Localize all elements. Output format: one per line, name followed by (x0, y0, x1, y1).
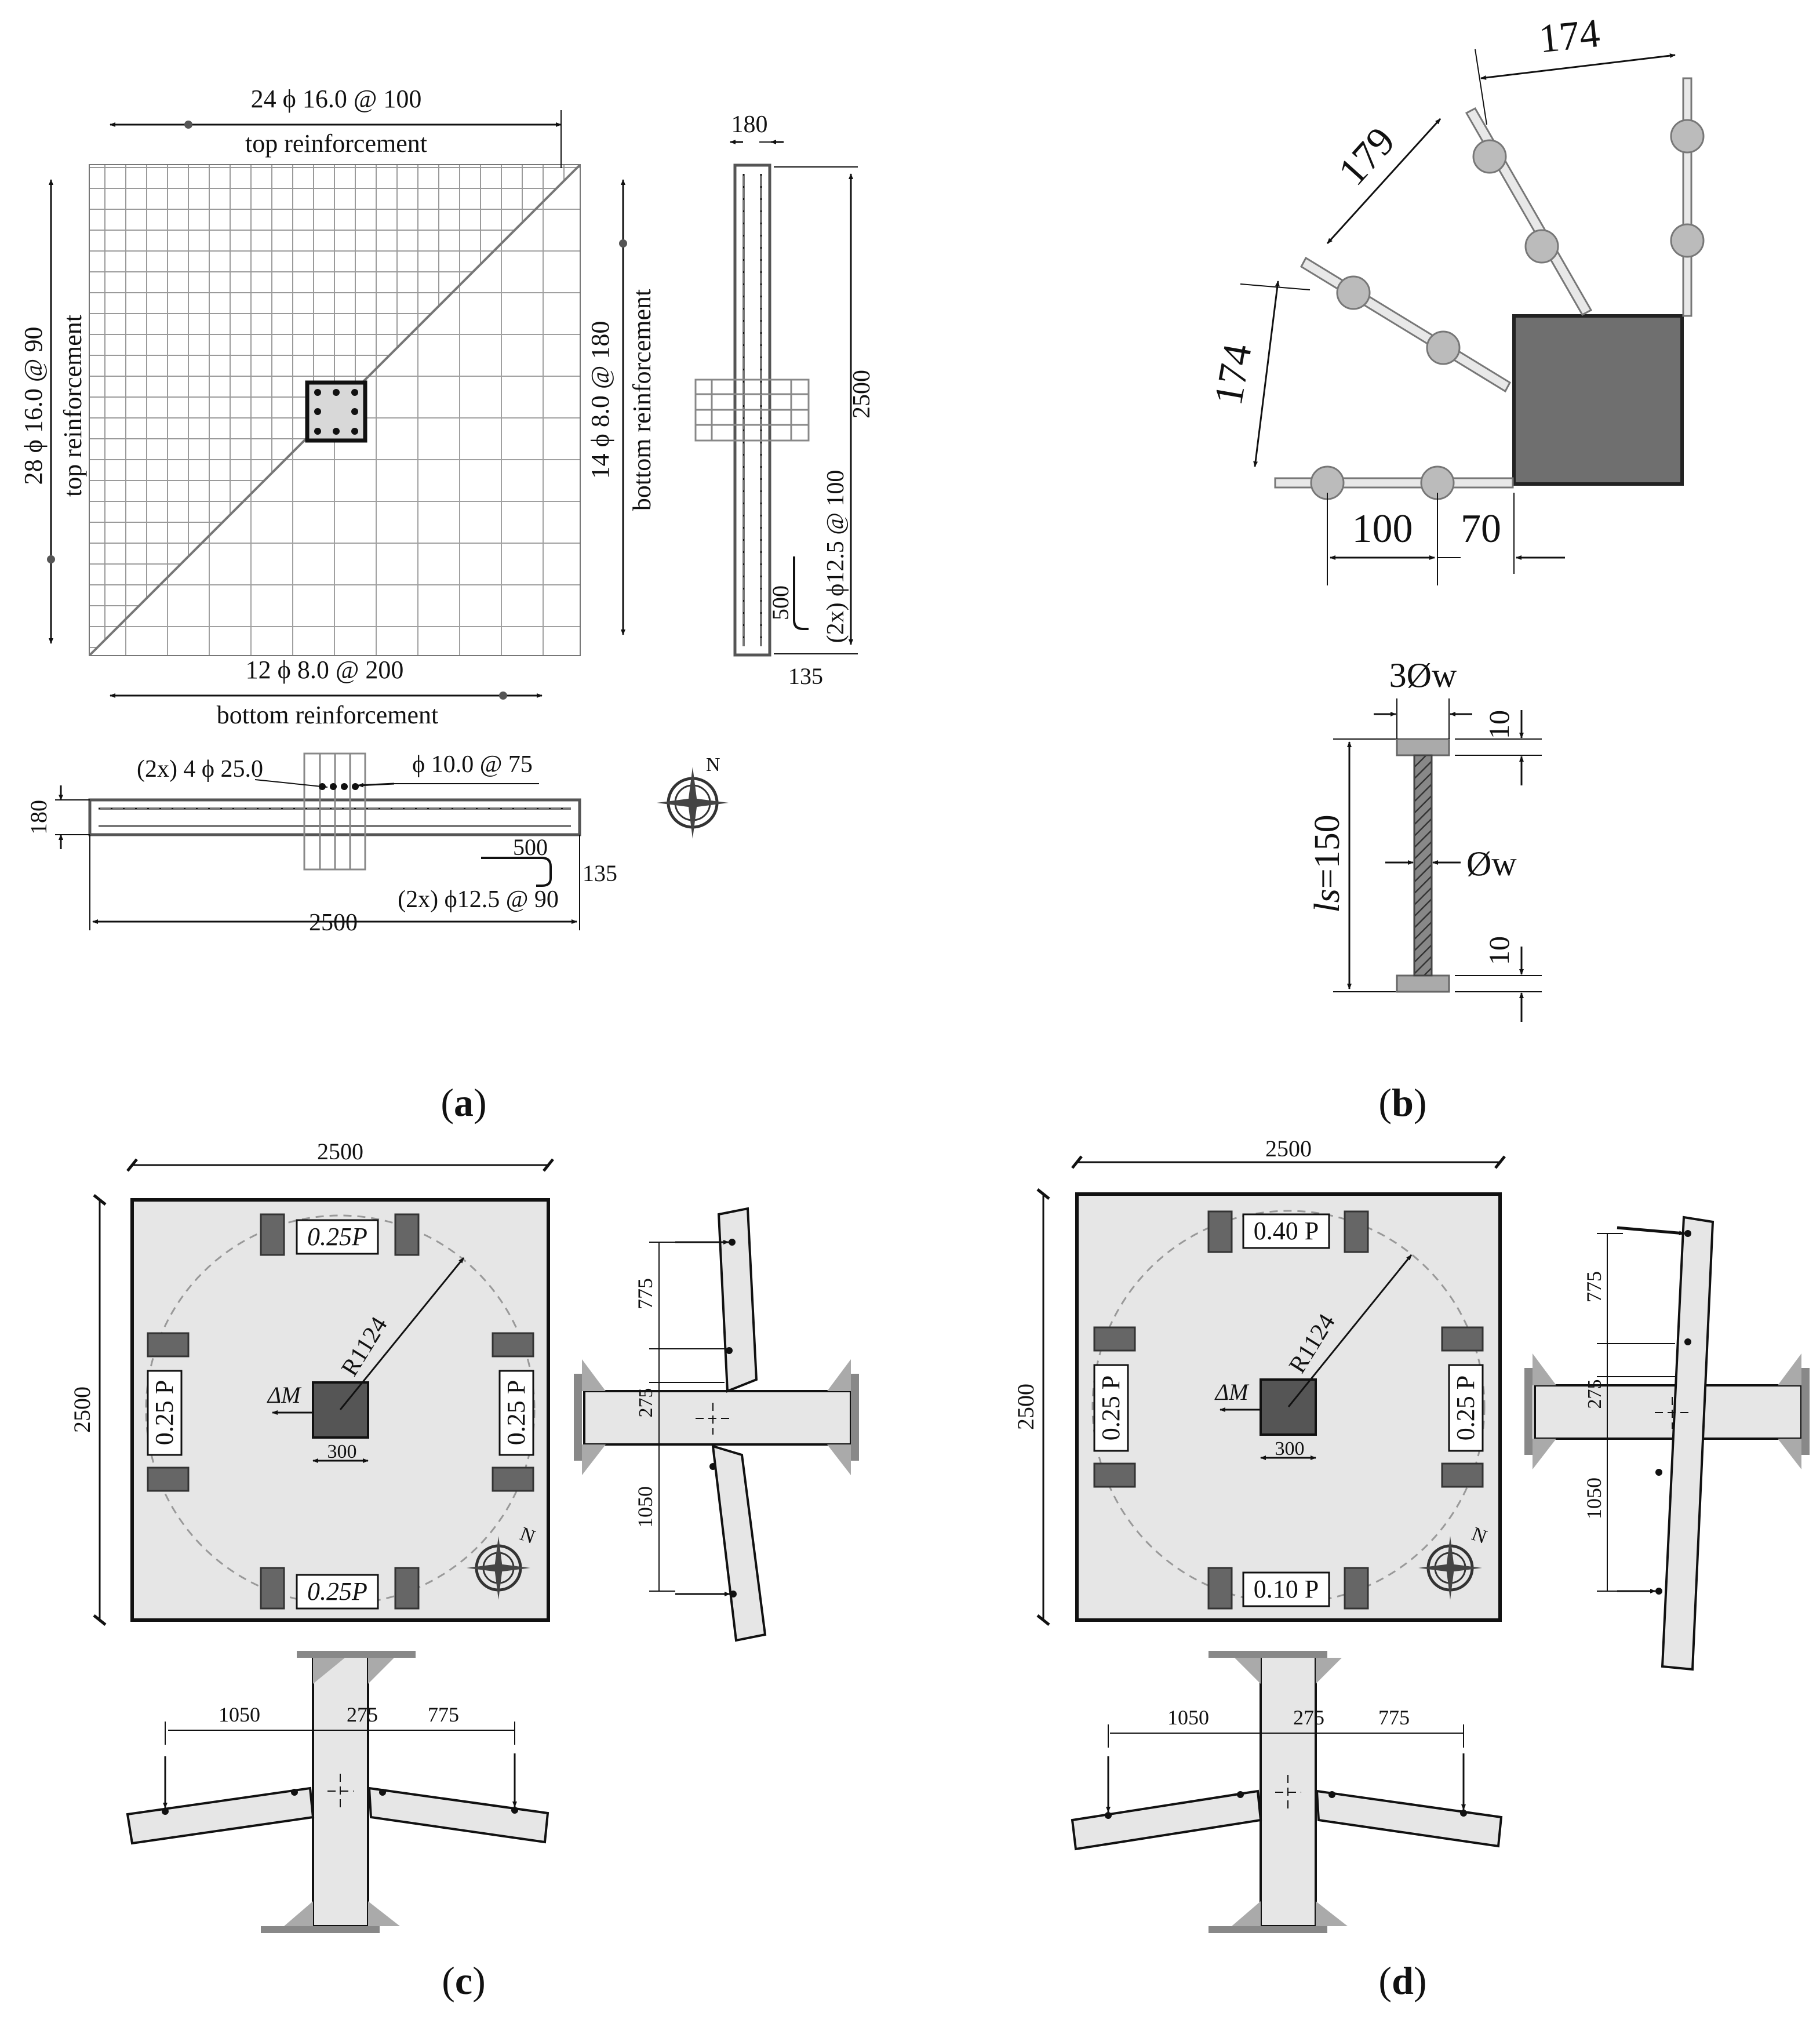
load-top: 0.40 P (1254, 1217, 1319, 1245)
panel-label-c: (c) (442, 1959, 486, 2003)
bottom-dim-275: 275 (347, 1703, 378, 1726)
slab-height: 2500 (1013, 1384, 1039, 1430)
load-left: 0.25 P (150, 1380, 179, 1445)
right-bar-type: bottom reinforcement (628, 289, 656, 511)
horizontal-hook-width: 135 (583, 860, 617, 886)
panel-b: 174 179 174 100 70 3Øw Øw 10 (1206, 11, 1705, 1125)
load-right: 0.25 P (1451, 1375, 1480, 1440)
bottom-bar-type: bottom reinforcement (217, 701, 438, 729)
moment-label: ΔM (1214, 1379, 1250, 1405)
slab-width: 2500 (1265, 1136, 1312, 1162)
compass-icon (657, 767, 729, 839)
dim-70: 70 (1461, 507, 1501, 551)
stud-detail (1396, 738, 1450, 993)
load-bottom: 0.10 P (1254, 1575, 1319, 1603)
stud-rail-layout (1274, 77, 1705, 500)
side-elevation (1524, 1216, 1810, 1671)
compass-icon (1418, 1536, 1482, 1600)
horizontal-thickness: 180 (26, 800, 52, 835)
slab-width: 2500 (317, 1138, 363, 1164)
dim-top-174: 174 (1537, 11, 1601, 62)
panel-label-b: (b) (1378, 1080, 1426, 1125)
compass-icon (467, 1536, 530, 1600)
section-length: 2500 (849, 370, 875, 418)
load-right: 0.25 P (502, 1380, 530, 1445)
column-size: 300 (1275, 1438, 1305, 1460)
horizontal-hook-length: 500 (513, 834, 548, 860)
left-bar-spec: 28 ϕ 16.0 @ 90 (19, 327, 48, 485)
loading-plates (147, 1213, 534, 1610)
side-dim-275: 275 (635, 1388, 657, 1418)
side-dim-1050: 1050 (634, 1486, 657, 1528)
slab-reinforcement-plan (89, 164, 581, 656)
bottom-dim-775: 775 (1378, 1706, 1410, 1729)
side-elevation (574, 1207, 859, 1642)
dim-diag-179: 179 (1330, 119, 1404, 194)
top-bar-spec: 24 ϕ 16.0 @ 100 (251, 85, 422, 113)
section-hook-length: 500 (767, 585, 793, 620)
head-thickness-top: 10 (1483, 710, 1515, 739)
panel-label-a: (a) (441, 1080, 486, 1125)
load-left: 0.25 P (1097, 1375, 1125, 1440)
load-top: 0.25P (307, 1222, 367, 1251)
dim-left-174: 174 (1206, 341, 1261, 409)
slab-height: 2500 (69, 1386, 95, 1433)
loading-plates (1093, 1210, 1484, 1610)
bottom-elevation (1071, 1651, 1503, 1933)
side-dim-1050: 1050 (1582, 1478, 1606, 1519)
section-thickness: 180 (731, 111, 768, 138)
bottom-dim-1050: 1050 (1167, 1706, 1209, 1729)
panel-a: 24 ϕ 16.0 @ 100 top reinforcement 28 ϕ 1… (19, 85, 875, 1125)
panel-label-d: (d) (1378, 1959, 1426, 2003)
long-bars-spec: (2x) 4 ϕ 25.0 (137, 756, 263, 783)
side-dim-775: 775 (1582, 1271, 1606, 1302)
vertical-section (694, 163, 810, 657)
column-size: 300 (327, 1441, 357, 1462)
bottom-dim-275: 275 (1293, 1706, 1324, 1729)
stud-length: ls=150 (1308, 814, 1347, 912)
horizontal-stirrup-spec: (2x) ϕ12.5 @ 90 (398, 886, 559, 913)
column (312, 1381, 369, 1439)
tie-spec: ϕ 10.0 @ 75 (412, 751, 533, 778)
bottom-dim-775: 775 (428, 1703, 459, 1726)
dim-100: 100 (1352, 507, 1413, 551)
head-thickness-bottom: 10 (1483, 936, 1515, 965)
bottom-elevation (126, 1651, 549, 1933)
load-bottom: 0.25P (307, 1577, 367, 1606)
north-label: N (706, 754, 720, 776)
moment-label: ΔM (267, 1382, 302, 1408)
horizontal-length: 2500 (309, 909, 358, 936)
shank-diameter: Øw (1466, 845, 1517, 883)
right-bar-spec: 14 ϕ 8.0 @ 180 (586, 321, 614, 479)
bottom-bar-spec: 12 ϕ 8.0 @ 200 (246, 656, 404, 684)
section-stirrup-spec: (2x) ϕ12.5 @ 100 (822, 470, 849, 643)
section-hook-width: 135 (788, 663, 823, 689)
column (1260, 1378, 1317, 1436)
panel-d: 0.40 P 0.10 P 0.25 P 0.25 P R1124 ΔM 300… (1013, 1136, 1810, 2003)
left-bar-type: top reinforcement (59, 315, 87, 497)
top-bar-type: top reinforcement (245, 129, 427, 158)
horizontal-section (88, 752, 581, 871)
bottom-dim-1050: 1050 (219, 1703, 260, 1726)
head-width: 3Øw (1389, 656, 1457, 694)
panel-c: 0.25P 0.25P 0.25 P 0.25 P R1124 ΔM 300 N… (69, 1138, 859, 2003)
side-dim-275: 275 (1584, 1380, 1606, 1409)
side-dim-775: 775 (634, 1278, 657, 1309)
